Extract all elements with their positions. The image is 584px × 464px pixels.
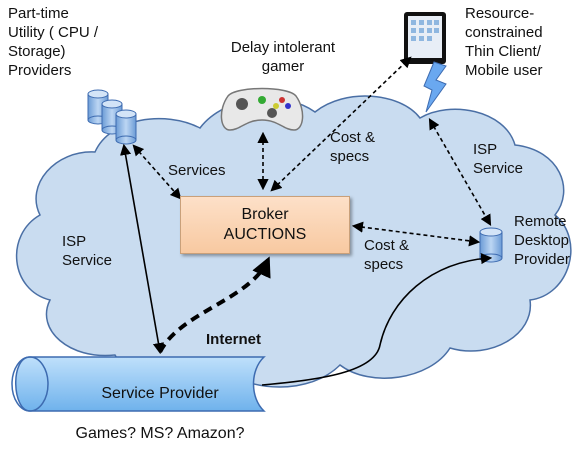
parttime-providers-label: Part-time Utility ( CPU / Storage) Provi…: [8, 5, 98, 79]
cost-specs-right-label: Cost & specs: [364, 237, 410, 273]
remote-database-icon: [479, 227, 503, 263]
database-cylinders-icon: [87, 89, 137, 145]
service-provider-label: Service Provider Games? MS? Amazon?: [60, 364, 260, 464]
remote-desktop-label: Remote Desktop Provider: [514, 213, 570, 268]
broker-title: Broker: [241, 206, 289, 223]
broker-box: Broker AUCTIONS: [180, 196, 350, 254]
isp-left-label: ISP Service: [62, 233, 113, 269]
isp-right-label: ISP Service: [473, 141, 524, 177]
services-label: Services: [168, 162, 226, 179]
lightning-icon: [423, 61, 447, 113]
cost-specs-top-label: Cost & specs: [330, 129, 376, 165]
broker-auctions: AUCTIONS: [223, 226, 307, 243]
internet-label: Internet: [206, 331, 262, 348]
service-provider-line1: Service Provider: [101, 385, 219, 402]
service-provider-shape: [15, 356, 266, 412]
gamer-label: Delay intolerant gamer: [230, 39, 336, 75]
tablet-icon: [404, 12, 446, 64]
service-provider-line2: Games? MS? Amazon?: [75, 425, 245, 442]
mobile-user-label: Resource- constrained Thin Client/ Mobil…: [465, 5, 543, 79]
